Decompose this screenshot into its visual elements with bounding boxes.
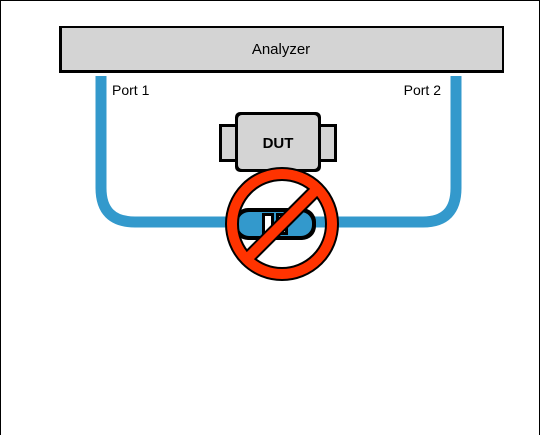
no-sign-icon <box>225 167 339 281</box>
port-2-label: Port 2 <box>404 82 442 98</box>
dut-device: DUT <box>219 112 337 172</box>
port-1-label: Port 1 <box>112 82 150 98</box>
analyzer-box: Analyzer <box>59 26 504 73</box>
analyzer-label: Analyzer <box>252 41 310 58</box>
dut-label: DUT <box>263 135 294 152</box>
